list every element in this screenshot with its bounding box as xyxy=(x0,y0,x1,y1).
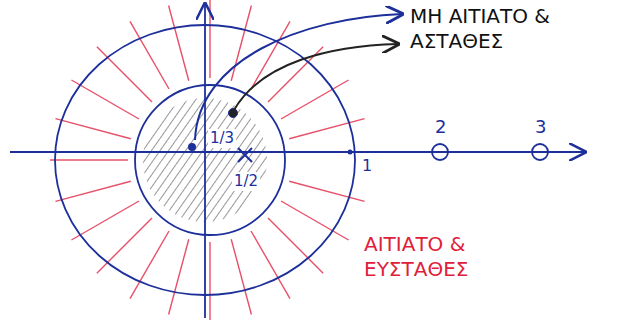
real-axis xyxy=(10,151,585,153)
pole-value: 1/2 xyxy=(232,172,260,191)
pointer-arrow xyxy=(195,14,402,140)
pole-mark xyxy=(238,148,252,162)
roc-ray xyxy=(209,0,210,78)
imag-axis xyxy=(204,4,206,318)
pointer-arrow xyxy=(234,44,398,110)
roc-ray xyxy=(169,239,189,314)
zero-mark xyxy=(532,144,548,160)
axis-value: 1 xyxy=(360,156,374,176)
zero-value: 3 xyxy=(533,116,548,139)
roc-ray xyxy=(130,21,169,89)
roc-ray xyxy=(209,242,210,320)
roc-ray xyxy=(55,119,130,139)
roc-ray xyxy=(71,80,139,119)
roc-ray xyxy=(50,159,128,160)
roc-ray xyxy=(97,218,152,273)
roc-ray xyxy=(130,231,169,299)
roc-ray xyxy=(71,201,139,240)
roc-ray xyxy=(169,5,189,80)
roc-ray xyxy=(55,181,130,201)
roc-ray xyxy=(251,231,290,299)
roc-ray xyxy=(231,239,251,314)
inner-circle xyxy=(135,85,285,235)
roc-ray xyxy=(268,218,323,273)
roc-rays xyxy=(50,0,365,320)
pole-value: 1/3 xyxy=(208,129,236,148)
roc-ray xyxy=(97,47,152,102)
roc-ray xyxy=(231,5,251,80)
region-note: ΑΙΤΙΑΤΟ & ΕΥΣΤΑΘΕΣ xyxy=(362,232,551,282)
zero-mark xyxy=(432,144,448,160)
pole-dot xyxy=(229,109,238,118)
pole-dot xyxy=(188,143,196,151)
heading-note: ΜΗ ΑΙΤΙΑΤΟ & ΑΣΤΑΘΕΣ xyxy=(408,4,612,54)
roc-ray xyxy=(251,21,290,89)
unit-dot xyxy=(348,150,353,155)
zero-value: 2 xyxy=(433,116,448,139)
